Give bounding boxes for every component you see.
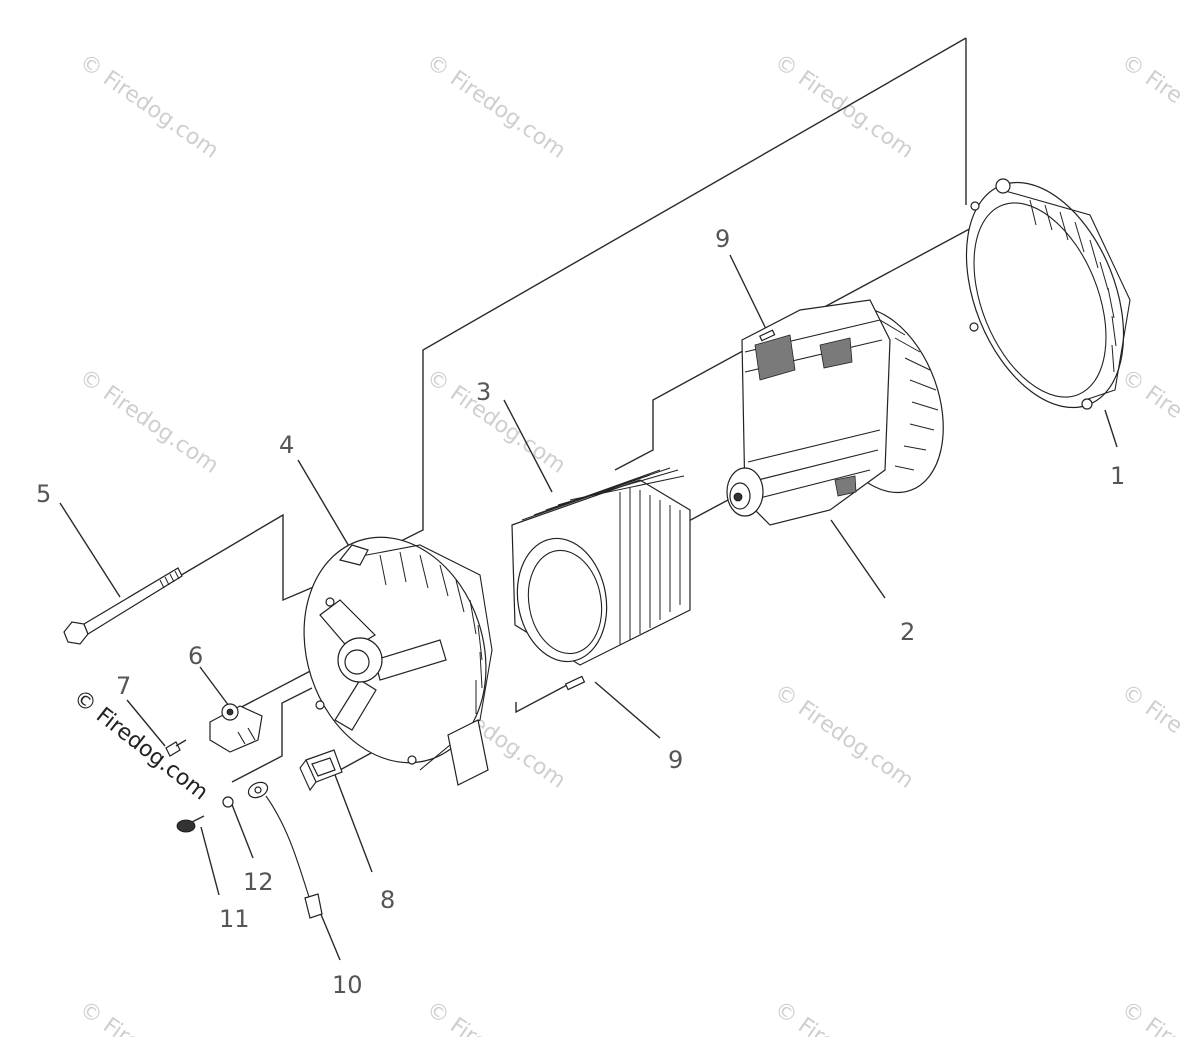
watermark-text: © Fire — [1117, 49, 1180, 109]
part-pin-lower — [564, 675, 586, 691]
part-bracket — [299, 749, 343, 792]
watermark-text: © Firedog.com — [75, 364, 223, 478]
label-part-5: 5 — [36, 480, 51, 508]
part-screw — [176, 815, 205, 833]
label-part-4: 4 — [279, 431, 294, 459]
label-part-1: 1 — [1110, 462, 1125, 490]
watermark-text: © Fire — [75, 996, 145, 1037]
label-part-11: 11 — [219, 905, 250, 933]
part-washer — [222, 796, 234, 808]
label-part-2: 2 — [900, 618, 915, 646]
label-part-8: 8 — [380, 886, 395, 914]
label-part-3: 3 — [476, 378, 491, 406]
part-rotor-with-fan — [726, 299, 944, 526]
watermark-text: © Fire — [1117, 679, 1180, 739]
watermark-text: © Firedog.com — [770, 679, 918, 793]
part-stator — [511, 467, 691, 666]
watermark-text: © Firedog.com — [422, 49, 570, 163]
part-pin-upper — [759, 329, 776, 342]
label-part-12: 12 — [243, 868, 274, 896]
watermark-text: © Firedog.com — [770, 49, 918, 163]
watermark-text: © Fire — [770, 996, 840, 1037]
watermark-text: © Firedog.com — [422, 364, 570, 478]
watermark-strong: © Firedog.com — [68, 685, 212, 805]
part-brush-holder — [209, 703, 263, 753]
watermark-text: © Fire — [1117, 996, 1180, 1037]
part-ground-wire — [247, 781, 323, 919]
label-part-9-lower: 9 — [668, 746, 683, 774]
label-part-6: 6 — [188, 642, 203, 670]
label-part-7: 7 — [116, 672, 131, 700]
part-long-bolt — [63, 567, 183, 645]
part-labels: 1 2 3 4 5 6 7 8 9 9 10 11 12 — [36, 225, 1125, 999]
watermark-text: © Fire — [422, 996, 492, 1037]
watermark-text: © Fire — [1117, 364, 1180, 424]
watermark-text: © Firedog.com — [75, 49, 223, 163]
label-part-10: 10 — [332, 971, 363, 999]
part-front-housing — [303, 536, 493, 786]
part-screw-small — [165, 739, 187, 757]
label-part-9-upper: 9 — [715, 225, 730, 253]
part-end-cover-ring — [965, 178, 1131, 410]
